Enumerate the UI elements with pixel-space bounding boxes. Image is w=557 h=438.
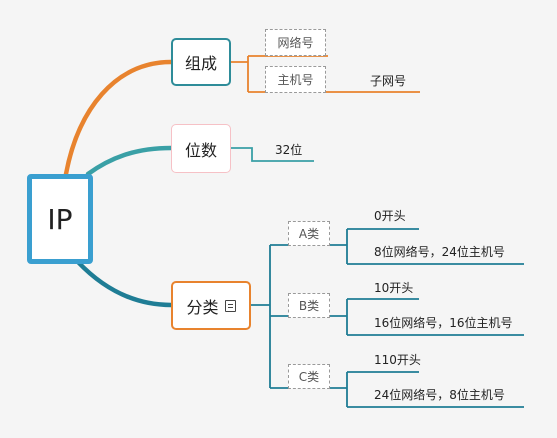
link-root-bits [85, 145, 174, 177]
link-class-a-details [330, 228, 524, 265]
branch-bits-label: 位数 [184, 140, 217, 160]
branch-classes-label: 分类 [186, 297, 219, 317]
node-class-c-label: C类 [298, 370, 320, 384]
node-class-b-label: B类 [298, 299, 320, 313]
link-root-composition [63, 59, 174, 177]
node-class-b[interactable]: B类 [288, 293, 330, 318]
node-host-id[interactable]: 主机号 [265, 66, 326, 93]
branch-classes[interactable]: 分类 [171, 281, 251, 330]
link-class-c-details [330, 371, 524, 408]
link-composition-children [231, 55, 420, 93]
branch-composition-label: 组成 [184, 54, 217, 73]
class-c-detail-prefix[interactable]: 110开头 [374, 353, 421, 367]
class-b-detail-prefix[interactable]: 10开头 [374, 281, 414, 295]
node-subnet-id[interactable]: 子网号 [370, 74, 407, 88]
branch-bits[interactable]: 位数 [171, 124, 231, 173]
root-label: IP [47, 202, 73, 236]
node-class-a[interactable]: A类 [288, 221, 330, 246]
link-bits-child [231, 147, 314, 162]
link-class-b-details [330, 298, 524, 336]
class-b-detail-bits[interactable]: 16位网络号，16位主机号 [374, 316, 513, 330]
link-root-classes [75, 259, 174, 308]
node-network-id[interactable]: 网络号 [265, 29, 326, 56]
node-class-a-label: A类 [298, 227, 320, 241]
class-a-detail-prefix[interactable]: 0开头 [374, 209, 406, 223]
root-node[interactable]: IP [27, 174, 93, 264]
node-32-bits[interactable]: 32位 [275, 143, 303, 157]
node-network-id-label: 网络号 [277, 36, 314, 50]
class-c-detail-bits[interactable]: 24位网络号，8位主机号 [374, 388, 505, 402]
branch-composition[interactable]: 组成 [171, 38, 231, 86]
node-host-id-label: 主机号 [277, 73, 314, 87]
node-class-c[interactable]: C类 [288, 364, 330, 389]
note-icon[interactable] [224, 299, 236, 312]
class-a-detail-bits[interactable]: 8位网络号，24位主机号 [374, 245, 505, 259]
